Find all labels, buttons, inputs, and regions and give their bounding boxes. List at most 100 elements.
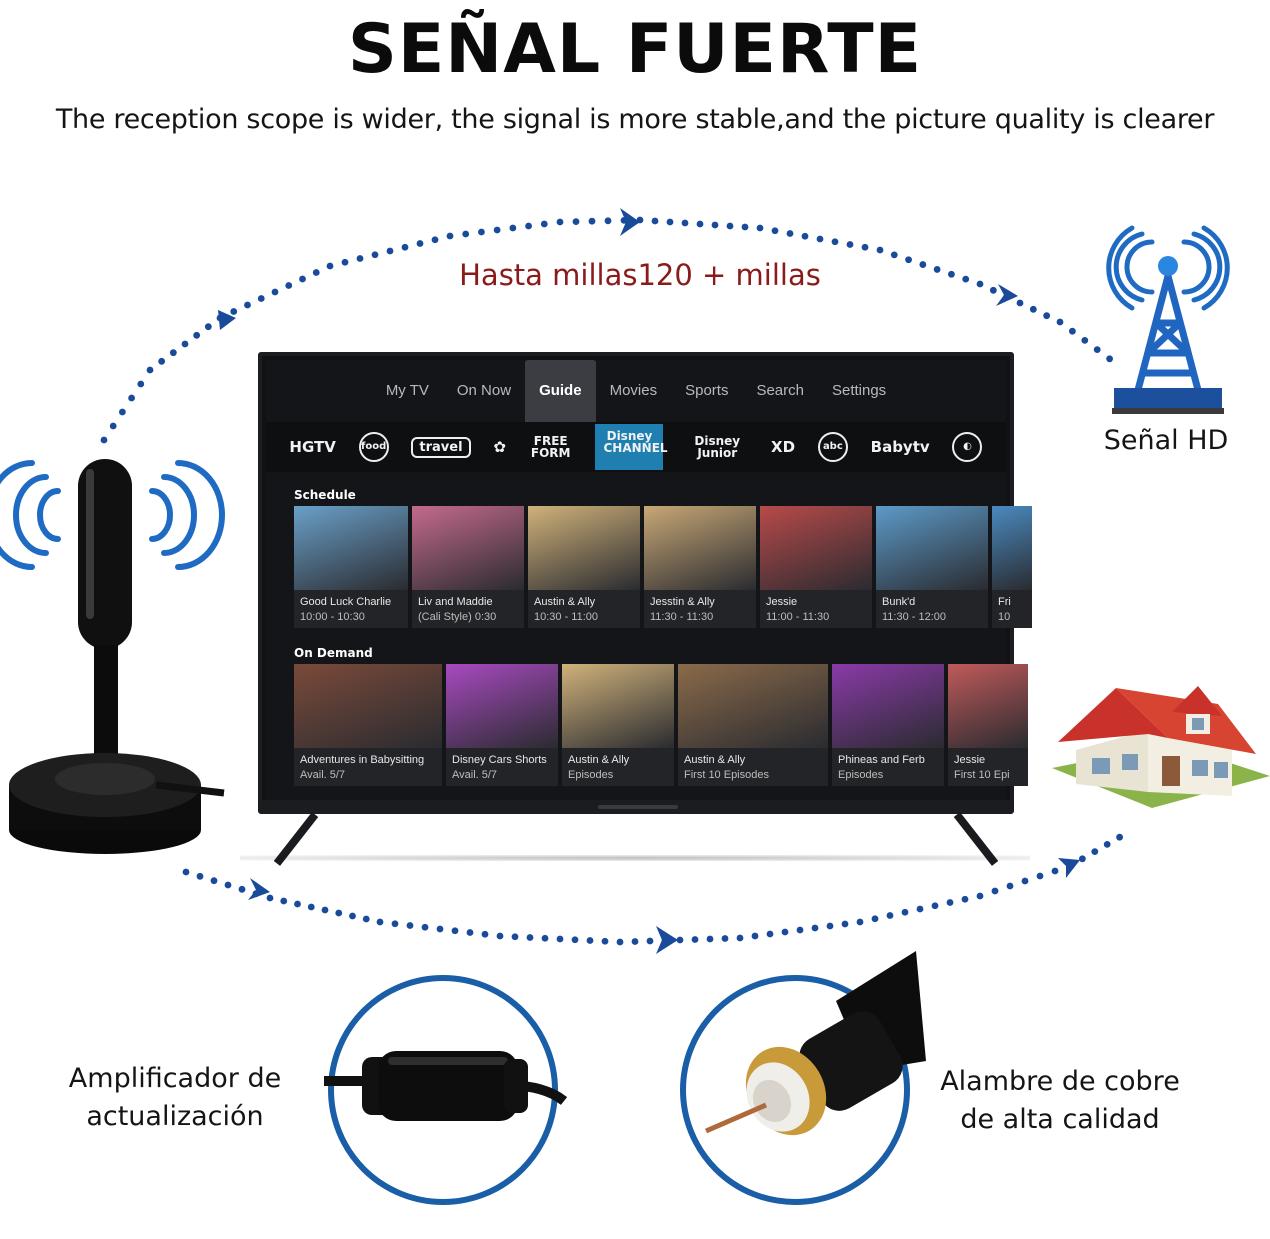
tv-brand-strip [598, 805, 678, 809]
show-thumbnail [876, 506, 988, 590]
signal-dot [525, 222, 532, 230]
signal-dot [371, 251, 379, 259]
tv-display: My TV On Now Guide Movies Sports Search … [258, 352, 1032, 814]
signal-dot [876, 246, 884, 254]
tv-shadow [240, 855, 1030, 861]
tv-nav-my-tv: My TV [385, 382, 429, 399]
signal-dot [616, 938, 624, 946]
show-subtitle: 10:30 - 11:00 [534, 611, 599, 623]
signal-dot [1021, 877, 1029, 885]
signal-dot [509, 224, 517, 232]
copper-cable-label-line-2: de alta calidad [960, 1104, 1160, 1135]
signal-dot [493, 226, 501, 234]
signal-dot [1103, 841, 1111, 848]
signal-dot [511, 933, 519, 941]
show-subtitle: First 10 Epi [954, 769, 1010, 781]
signal-dot [556, 218, 564, 226]
channel-logo-flower: ✿ [493, 438, 506, 456]
signal-dot [721, 935, 729, 942]
signal-dot [321, 906, 329, 914]
signal-dot [335, 909, 343, 917]
arrow-head-icon [1058, 858, 1080, 878]
signal-dot [861, 243, 869, 251]
signal-dot [224, 881, 232, 889]
signal-dot [196, 872, 204, 880]
signal-dot [604, 217, 612, 225]
signal-dot [766, 930, 774, 938]
signal-dot [751, 932, 759, 940]
show-title: Jessie [954, 754, 986, 766]
signal-dot [421, 923, 429, 931]
show-subtitle: Episodes [568, 769, 614, 781]
signal-dot [796, 926, 804, 934]
signal-dot [856, 918, 864, 926]
signal-dot [349, 912, 356, 920]
signal-dot [666, 218, 674, 226]
show-title: Good Luck Charlie [300, 596, 392, 608]
show-thumbnail [948, 664, 1028, 748]
channel-logo-disney-junior: Disney Junior [694, 434, 741, 460]
signal-dot [307, 903, 315, 911]
signal-dot [451, 927, 459, 935]
show-title: Jessie [766, 596, 798, 608]
signal-dot [696, 220, 704, 228]
channel-logo-xd: XD [771, 438, 796, 456]
signal-dot [326, 262, 334, 270]
show-subtitle: Avail. 5/7 [452, 769, 498, 781]
signal-dot [401, 243, 409, 251]
signal-dot [1036, 872, 1044, 880]
signal-dot [961, 895, 969, 903]
signal-dot [989, 286, 997, 294]
show-title: Austin & Ally [568, 754, 630, 766]
amplifier-detail-image [324, 975, 568, 1205]
schedule-title: Schedule [294, 488, 356, 502]
signal-dot [1116, 833, 1123, 841]
signal-dot [890, 251, 898, 259]
show-thumbnail [678, 664, 828, 748]
tv-bezel [262, 800, 1010, 810]
signal-dot [362, 915, 370, 923]
signal-dot [948, 270, 955, 278]
signal-dot [431, 236, 439, 244]
signal-dot [781, 928, 789, 936]
signal-dot [271, 288, 279, 296]
signal-dot [681, 219, 689, 227]
show-thumbnail [644, 506, 756, 590]
show-thumbnail [294, 506, 408, 590]
signal-dot [646, 937, 654, 945]
show-thumbnail [528, 506, 640, 590]
signal-dot [586, 937, 594, 944]
channel-strip: HGTV food travel ✿ FREE FORM Disney CHAN… [266, 422, 1006, 472]
signal-dot [962, 275, 970, 283]
signal-dot [676, 936, 684, 944]
show-subtitle: First 10 Episodes [684, 769, 769, 781]
signal-dot [826, 922, 834, 930]
signal-dot [1051, 867, 1059, 875]
signal-dot [481, 930, 489, 938]
signal-dot [901, 908, 909, 916]
signal-dot [436, 925, 444, 933]
signal-dot [146, 366, 154, 374]
signal-dot [280, 897, 288, 905]
signal-dot [1069, 327, 1076, 335]
show-thumbnail [992, 506, 1032, 590]
tower-icon [1106, 225, 1230, 418]
signal-dot [210, 877, 218, 885]
signal-dot [540, 220, 548, 228]
signal-dot [631, 938, 639, 945]
signal-dot [976, 892, 984, 900]
signal-dot [905, 256, 912, 264]
arrow-head-icon [620, 208, 640, 236]
arrow-head-icon [248, 878, 270, 900]
show-title: Fri [998, 596, 1011, 608]
arrow-head-icon [996, 284, 1018, 306]
signal-dot [711, 221, 719, 229]
signal-dot [299, 275, 306, 283]
signal-dot [341, 258, 349, 266]
show-thumbnail [294, 664, 442, 748]
coax-cable-detail-image [680, 951, 926, 1205]
